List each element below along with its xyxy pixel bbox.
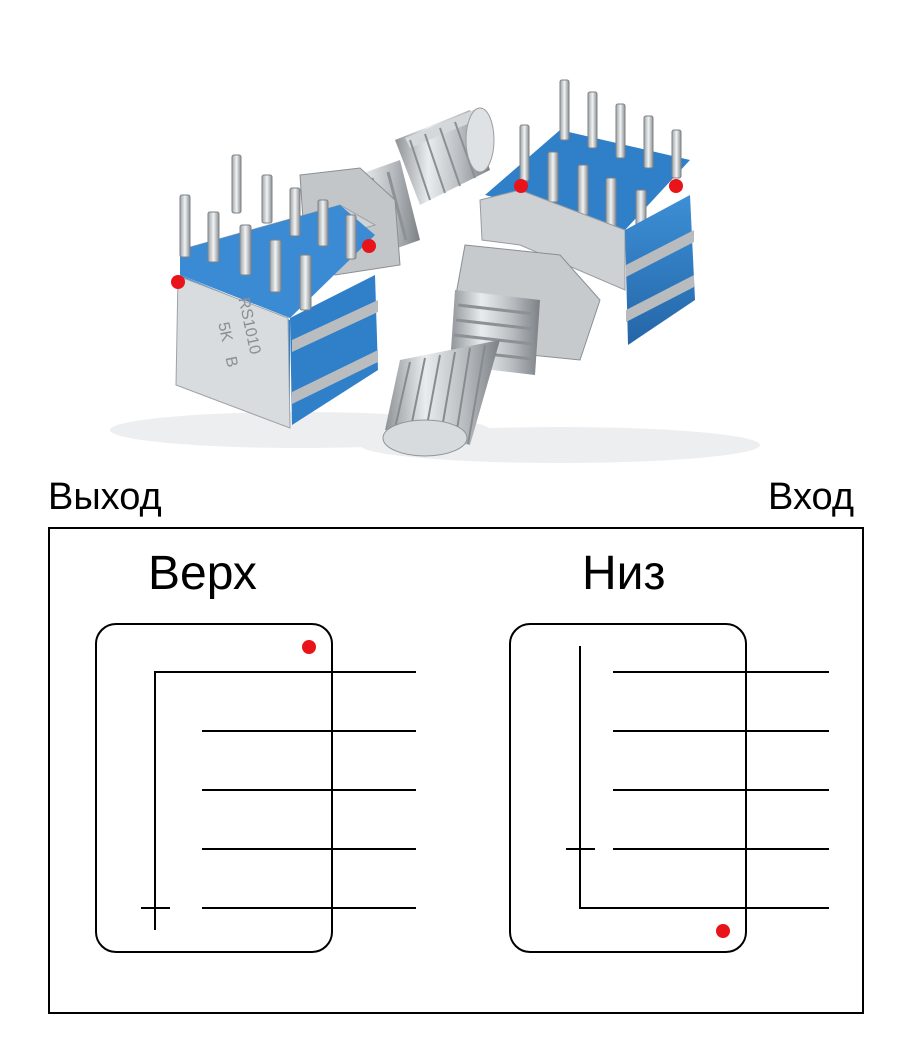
right-potentiometer [382, 79, 695, 457]
top-deck-body [95, 623, 333, 953]
pot-marking-value: 5K [214, 321, 235, 344]
pin1-marker [171, 275, 185, 289]
bottom-deck-pin1-marker [716, 924, 730, 938]
pin1-marker [514, 179, 528, 193]
top-deck-diagram [95, 623, 416, 953]
top-deck-pin1-marker [302, 640, 316, 654]
bottom-deck-body [509, 623, 747, 953]
bottom-deck-common-trace [579, 646, 829, 909]
pin1-marker [362, 239, 376, 253]
left-potentiometer: RS1010 5K B [171, 107, 495, 429]
bottom-deck-title: Низ [582, 547, 666, 600]
bottom-deck-diagram [509, 623, 829, 953]
output-label: Выход [48, 476, 162, 518]
schematic-frame [48, 527, 864, 1014]
top-deck-title: Верх [148, 547, 257, 600]
potentiometer-photo: RS1010 5K B [110, 79, 760, 463]
input-label: Вход [768, 476, 854, 518]
pot-marking-taper: B [222, 355, 241, 369]
top-deck-common-trace [154, 671, 416, 930]
pin1-marker [669, 179, 683, 193]
